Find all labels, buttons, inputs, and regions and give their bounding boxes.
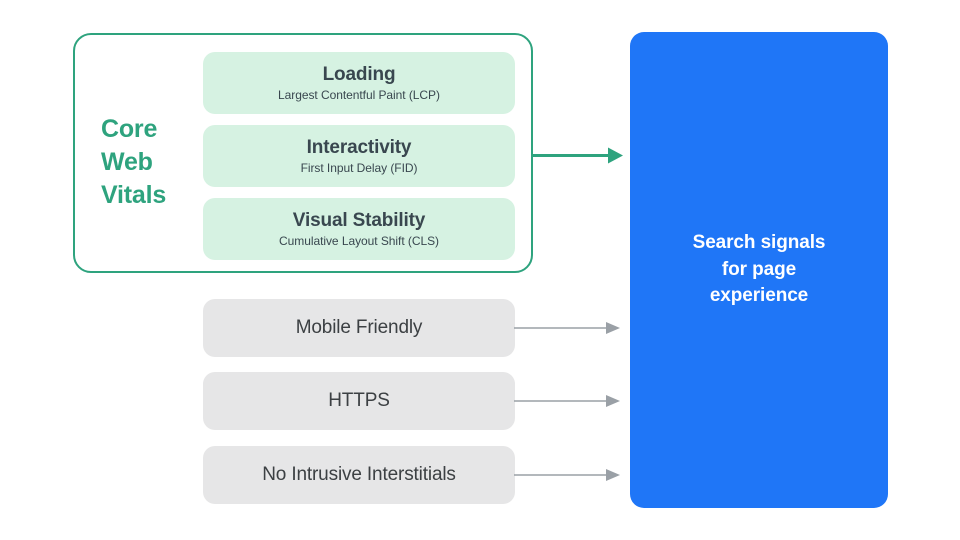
signal-box-no-intrusive-interstitials[interactable]: No Intrusive Interstitials xyxy=(203,446,515,504)
signal-box-https[interactable]: HTTPS xyxy=(203,372,515,430)
metric-title-loading: Loading xyxy=(322,63,396,85)
search-signals-panel-text: Search signals for page experience xyxy=(692,231,826,307)
https-arrow xyxy=(514,395,620,407)
metric-subtitle-interactivity: First Input Delay (FID) xyxy=(300,160,418,175)
no-intrusive-interstitials-arrow xyxy=(514,469,620,481)
core-web-vitals-arrow xyxy=(533,147,623,164)
signal-label-https: HTTPS xyxy=(328,390,390,412)
metric-card-loading[interactable]: Loading Largest Contentful Paint (LCP) xyxy=(203,52,515,114)
https-arrow-head xyxy=(606,395,620,407)
mobile-friendly-arrow-head xyxy=(606,322,620,334)
signal-label-no-intrusive-interstitials: No Intrusive Interstitials xyxy=(262,464,456,486)
metric-subtitle-loading: Largest Contentful Paint (LCP) xyxy=(278,87,440,102)
signal-box-mobile-friendly[interactable]: Mobile Friendly xyxy=(203,299,515,357)
metric-card-visual-stability[interactable]: Visual Stability Cumulative Layout Shift… xyxy=(203,198,515,260)
core-web-vitals-label-line-1: Core xyxy=(101,115,158,143)
mobile-friendly-arrow xyxy=(514,322,620,334)
search-signals-panel[interactable]: Search signals for page experience xyxy=(630,32,888,508)
metric-card-interactivity[interactable]: Interactivity First Input Delay (FID) xyxy=(203,125,515,187)
metric-title-visual-stability: Visual Stability xyxy=(292,209,426,231)
metric-subtitle-visual-stability: Cumulative Layout Shift (CLS) xyxy=(279,233,439,248)
metric-title-interactivity: Interactivity xyxy=(306,136,412,158)
core-web-vitals-label: Core Web Vitals xyxy=(101,113,193,212)
core-web-vitals-arrow-head xyxy=(608,147,623,164)
core-web-vitals-label-line-2: Web xyxy=(101,148,153,176)
no-intrusive-interstitials-arrow-head xyxy=(606,469,620,481)
core-web-vitals-label-line-3: Vitals xyxy=(101,181,167,209)
signal-label-mobile-friendly: Mobile Friendly xyxy=(295,317,423,339)
